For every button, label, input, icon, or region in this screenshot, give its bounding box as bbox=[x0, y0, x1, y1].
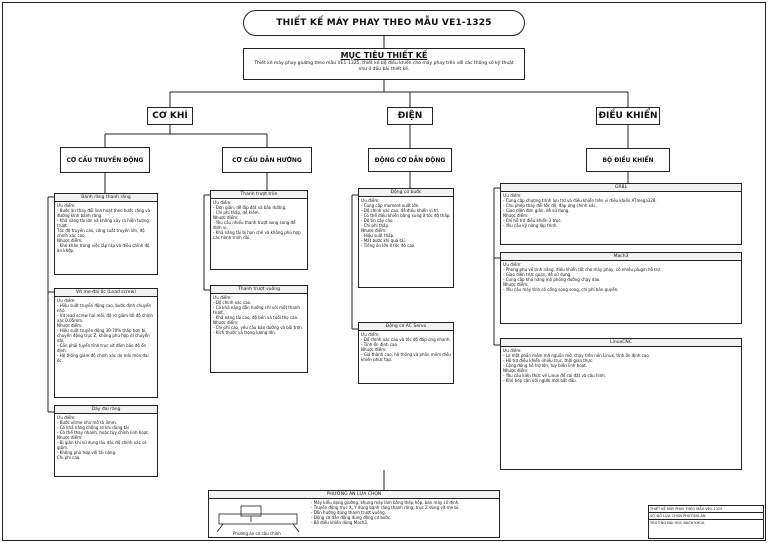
category-control: ĐIỀU KHIỂN bbox=[596, 107, 660, 125]
sub-drive-motor: ĐỘNG CƠ DẪN ĐỘNG bbox=[368, 148, 452, 172]
design-goal-text: Thiết kế máy phay giường theo mẫu VE1-13… bbox=[254, 61, 514, 72]
drawing-title: THIẾT KẾ MÁY PHAY THEO MẪU VE1-1325 bbox=[243, 10, 525, 36]
card-body: Ưu điểm: - Phong phú về tính năng, điều … bbox=[503, 262, 662, 292]
machine-sketch bbox=[211, 500, 307, 536]
card-belt: Dây đai răng Ưu điểm: - Bước vitme như m… bbox=[54, 405, 158, 477]
design-goal-heading: MỤC TIÊU THIẾT KẾ bbox=[340, 51, 428, 60]
card-body: Ưu điểm: - Đơn giản, dễ lắp đặt và bảo d… bbox=[213, 200, 301, 240]
card-body: Ưu điểm: - Độ chính xác cao. - Có khả nă… bbox=[213, 295, 304, 335]
card-title: Động cơ bước bbox=[359, 189, 453, 197]
title-block-line2: SƠ ĐỒ LỰA CHỌN PHƯƠNG ÁN bbox=[649, 513, 763, 520]
card-grbl: GRBL Ưu điểm: - Cung cấp chương trình lư… bbox=[500, 183, 742, 245]
plan-caption: Phương án cơ cấu chính bbox=[233, 531, 281, 536]
card-lead-screw: Vít me-đai ốc (Lead screw) Ưu điểm: - Hi… bbox=[54, 288, 158, 398]
card-linuxcnc: LinuxCNC Ưu điểm: - Là một phần mềm mã n… bbox=[500, 338, 742, 470]
chosen-plan: PHƯƠNG ÁN LỰA CHỌN Phương án cơ cấu chín… bbox=[208, 490, 500, 538]
machine-sketch-icon bbox=[216, 505, 300, 533]
card-ac-servo: Động cơ AC Servo Ưu điểm: - Độ chính xác… bbox=[358, 322, 454, 384]
design-goal: MỤC TIÊU THIẾT KẾ Thiết kế máy phay giườ… bbox=[243, 48, 525, 80]
card-title: Mach3 bbox=[501, 253, 741, 261]
card-title: Bánh răng thanh răng bbox=[55, 194, 157, 202]
plan-title: PHƯƠNG ÁN LỰA CHỌN bbox=[209, 491, 499, 499]
sub-transmission: CƠ CẤU TRUYỀN ĐỘNG bbox=[60, 147, 150, 173]
card-title: Dây đai răng bbox=[55, 406, 157, 414]
card-body: Ưu điểm: - Bước ăn thay đổi linh hoạt th… bbox=[57, 203, 151, 253]
title-block: THIẾT KẾ MÁY PHAY THEO MẪU VE1-1325 SƠ Đ… bbox=[648, 505, 764, 539]
category-mechanical: CƠ KHÍ bbox=[147, 107, 193, 125]
card-round-rail: Thanh trượt tròn Ưu điểm: - Đơn giản, dễ… bbox=[210, 190, 308, 270]
category-electrical: ĐIỆN bbox=[387, 107, 433, 125]
plan-text: - Máy kiểu dạng giường, khung máy làm bằ… bbox=[311, 500, 460, 525]
sub-controller: BỘ ĐIỀU KHIỂN bbox=[586, 148, 670, 172]
card-square-rail: Thanh trượt vuông Ưu điểm: - Độ chính xá… bbox=[210, 285, 308, 373]
card-title: Thanh trượt vuông bbox=[211, 286, 307, 294]
card-body: Ưu điểm: - Bước vitme như mô tả 3mm. - C… bbox=[57, 415, 150, 460]
card-body: Ưu điểm: - Hiệu suất truyền động cao, bư… bbox=[57, 298, 153, 363]
card-title: LinuxCNC bbox=[501, 339, 741, 347]
card-stepper: Động cơ bước Ưu điểm: - Cung cấp moment … bbox=[358, 188, 454, 288]
card-body: Ưu điểm: - Độ chính xác cao và tốc độ đá… bbox=[361, 332, 451, 362]
title-block-line3: TRƯỜNG ĐẠI HỌC BÁCH KHOA bbox=[650, 521, 705, 525]
card-body: Ưu điểm: - Cung cấp moment xuất lớn. - Đ… bbox=[361, 198, 451, 248]
title-block-line1: THIẾT KẾ MÁY PHAY THEO MẪU VE1-1325 bbox=[649, 506, 763, 513]
sub-guide: CƠ CẤU DẪN HƯỚNG bbox=[222, 147, 312, 173]
card-title: GRBL bbox=[501, 184, 741, 192]
card-body: Ưu điểm: - Cung cấp chương trình lưu trữ… bbox=[503, 193, 657, 228]
card-title: Thanh trượt tròn bbox=[211, 191, 307, 199]
card-title: Động cơ AC Servo bbox=[359, 323, 453, 331]
card-body: Ưu điểm: - Là một phần mềm mã nguồn mở, … bbox=[503, 348, 650, 383]
card-mach3: Mach3 Ưu điểm: - Phong phú về tính năng,… bbox=[500, 252, 742, 324]
card-rack-pinion: Bánh răng thanh răng Ưu điểm: - Bước ăn … bbox=[54, 193, 158, 275]
card-title: Vít me-đai ốc (Lead screw) bbox=[55, 289, 157, 297]
